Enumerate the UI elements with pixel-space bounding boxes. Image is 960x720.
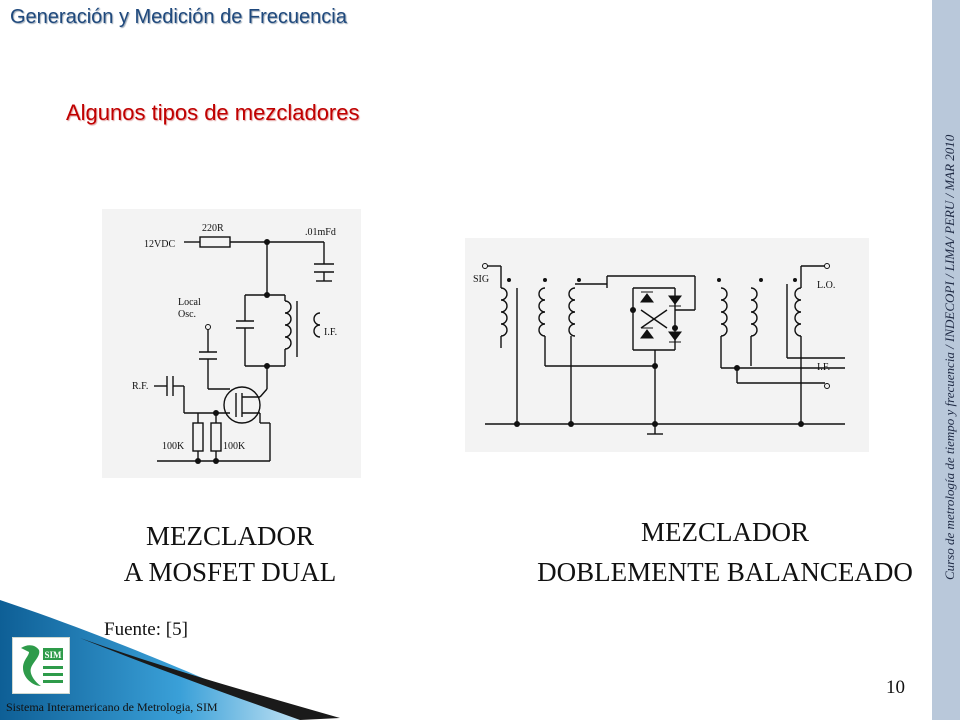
double-balanced-mixer-schematic: SIG L.O. I.F. — [465, 238, 869, 452]
caption-balanced-mixer: MEZCLADOR DOBLEMENTE BALANCEADO — [500, 512, 950, 592]
label-220r: 220R — [202, 223, 224, 234]
caption-left-line1: MEZCLADOR — [146, 521, 314, 551]
caption-left-line2: A MOSFET DUAL — [123, 557, 337, 587]
sim-logo-text: SIM — [44, 650, 62, 660]
slide-subtitle: Algunos tipos de mezcladores — [66, 100, 360, 125]
label-if-right: I.F. — [817, 362, 830, 373]
label-sig: SIG — [473, 274, 489, 285]
label-lo: L.O. — [817, 280, 835, 291]
source-note: Fuente: [5] — [104, 619, 188, 640]
label-osc: Osc. — [178, 309, 196, 320]
sim-logo-icon: SIM — [15, 640, 67, 691]
side-bar — [932, 0, 960, 720]
label-local: Local — [178, 297, 201, 308]
double-balanced-mixer-diagram: SIG L.O. I.F. — [473, 263, 845, 435]
footer-org: Sistema Interamericano de Metrologia, SI… — [6, 700, 218, 714]
label-rf: R.F. — [132, 381, 148, 392]
label-100k-left: 100K — [162, 441, 185, 452]
caption-mosfet-mixer: MEZCLADOR A MOSFET DUAL — [100, 518, 360, 590]
page-number: 10 — [886, 677, 905, 698]
side-text: Curso de metrología de tiempo y frecuenc… — [942, 134, 957, 580]
caption-right-line1: MEZCLADOR — [641, 517, 809, 547]
label-12vdc: 12VDC — [144, 239, 175, 250]
label-if-left: I.F. — [324, 327, 337, 338]
mosfet-mixer-diagram: 220R 12VDC .01mFd Local Osc. I.F. R.F. 1… — [132, 223, 337, 464]
footer-swoosh — [0, 600, 340, 720]
label-100k-right: 100K — [223, 441, 246, 452]
label-cap-01mfd: .01mFd — [305, 227, 336, 238]
mosfet-mixer-schematic: 220R 12VDC .01mFd Local Osc. I.F. R.F. 1… — [102, 209, 361, 478]
sim-logo: SIM — [12, 637, 70, 694]
header-title: Generación y Medición de Frecuencia — [10, 6, 347, 28]
caption-right-line2: DOBLEMENTE BALANCEADO — [537, 557, 913, 587]
